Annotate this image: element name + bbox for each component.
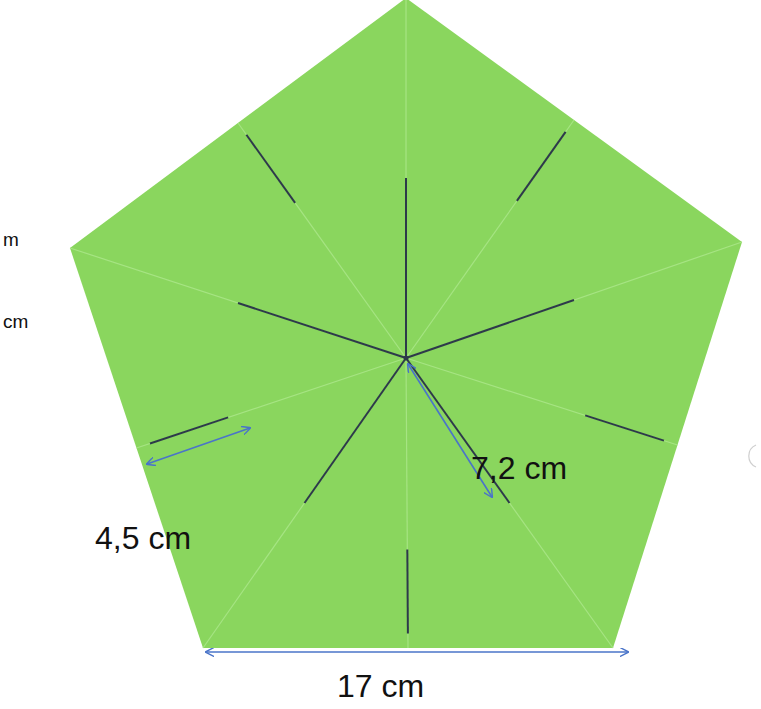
fold-crease (406, 120, 574, 358)
pencil-line (238, 303, 406, 358)
fold-crease (406, 358, 408, 648)
pencil-line (406, 300, 574, 358)
dimension-label: m (3, 230, 19, 249)
fold-crease (137, 358, 407, 448)
dimension-label: 7,2 cm (471, 452, 567, 484)
dimension-label: cm (3, 312, 28, 331)
scan-mark (749, 445, 756, 467)
fold-crease (406, 358, 613, 648)
fold-crease (203, 358, 406, 648)
pencil-line (246, 135, 295, 203)
fold-crease (405, 0, 406, 358)
fold-crease (406, 358, 678, 445)
pencil-line (305, 358, 407, 503)
center-dot (404, 356, 409, 361)
dimension-label: 17 cm (337, 670, 424, 702)
pencil-line (406, 549, 409, 633)
pencil-line (405, 178, 407, 358)
dimension-label: 4,5 cm (95, 522, 191, 554)
pencil-line (585, 415, 664, 440)
dimension-arrow (147, 428, 250, 464)
paper-pentagon (70, 0, 742, 648)
fold-crease (238, 123, 406, 358)
fold-creases (70, 0, 742, 648)
fold-crease (70, 248, 406, 358)
fold-crease (406, 242, 742, 358)
pencil-lines (150, 132, 664, 634)
dimension-arrow (206, 651, 628, 653)
pencil-line (517, 132, 566, 201)
